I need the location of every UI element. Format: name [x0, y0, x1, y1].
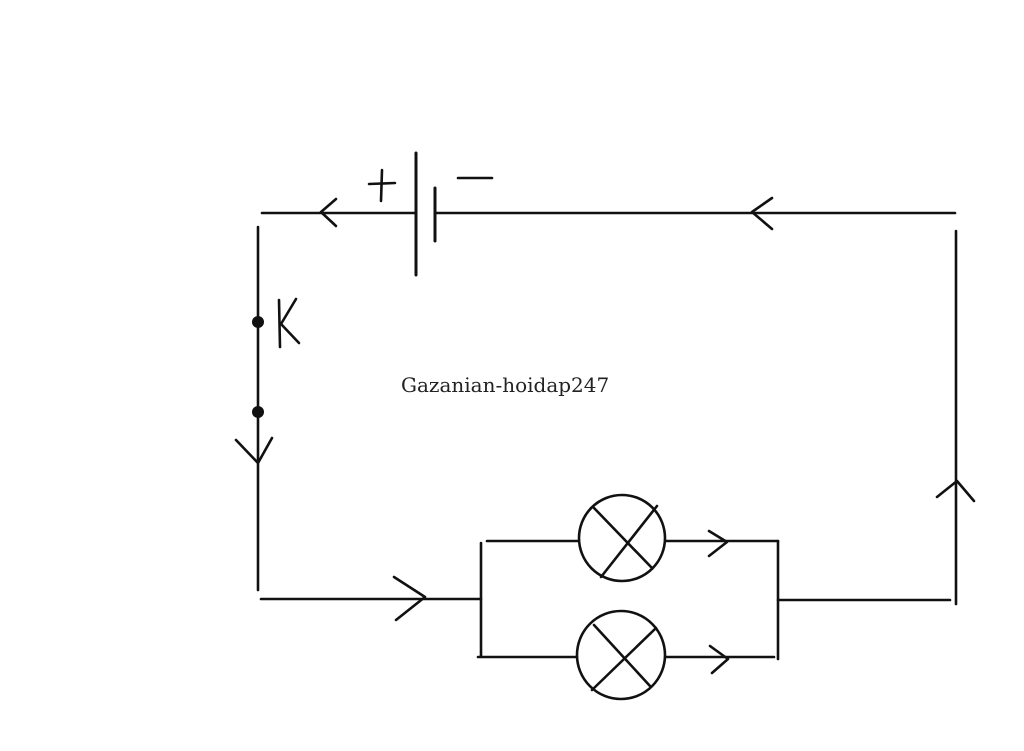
arrow-left-top	[319, 197, 338, 228]
arrow-left-top-right	[750, 196, 774, 231]
switch-k	[252, 297, 301, 418]
switch-node-bottom	[252, 406, 264, 418]
lamp-top	[577, 493, 667, 583]
arrow-right-bottom	[392, 575, 427, 622]
arrow-right-lamp-bottom	[708, 644, 730, 675]
arrow-up-right	[935, 479, 976, 503]
lamp-bottom	[575, 609, 667, 701]
battery	[367, 151, 494, 277]
switch-node-top	[252, 316, 264, 328]
plus-sign	[367, 168, 397, 203]
arrow-right-lamp-top	[707, 529, 729, 558]
parallel-branch	[476, 493, 780, 701]
switch-letter-k	[277, 297, 301, 349]
current-arrows	[234, 196, 976, 675]
watermark-text: Gazanian-hoidap247	[401, 373, 609, 397]
arrow-down-left	[234, 436, 274, 465]
